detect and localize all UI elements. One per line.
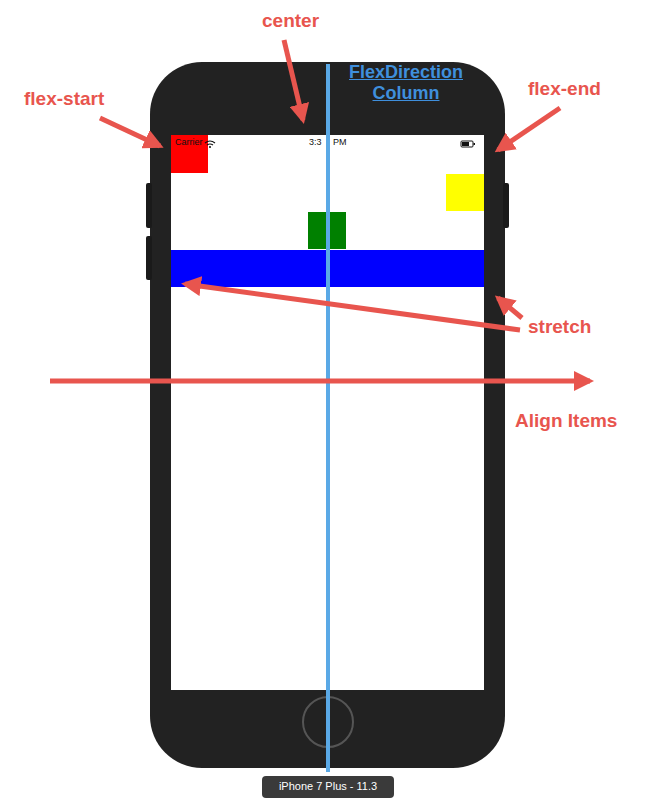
status-text: 3:3: [309, 137, 322, 147]
wifi-icon: [209, 146, 211, 148]
leader-arrow: [100, 118, 160, 146]
red-box: [171, 135, 208, 173]
wifi-icon: [205, 141, 215, 145]
callout-label: flex-start: [24, 88, 104, 110]
callout-label: stretch: [528, 316, 591, 338]
side-button: [146, 236, 152, 280]
battery-icon: [461, 141, 473, 147]
device-name: iPhone 7 Plus - 11.3: [279, 780, 377, 793]
leader-arrow: [498, 298, 522, 318]
axis-title: FlexDirection Column: [334, 62, 478, 103]
battery-icon: [474, 143, 476, 145]
yellow-box: [446, 174, 484, 211]
callout-label: Align Items: [515, 410, 617, 432]
device-tag: [262, 776, 394, 798]
status-text: PM: [333, 137, 347, 147]
status-text: Carrier: [175, 137, 203, 147]
leader-arrow: [284, 40, 303, 120]
leader-arrow: [185, 284, 520, 330]
leader-arrow: [498, 108, 560, 150]
side-button: [146, 183, 152, 228]
main-axis-line: [326, 64, 330, 772]
callout-label: flex-end: [528, 78, 601, 100]
side-button: [503, 183, 509, 228]
callout-label: center: [262, 10, 319, 32]
battery-icon: [462, 142, 469, 146]
cross-axis-arrow: [50, 379, 590, 384]
